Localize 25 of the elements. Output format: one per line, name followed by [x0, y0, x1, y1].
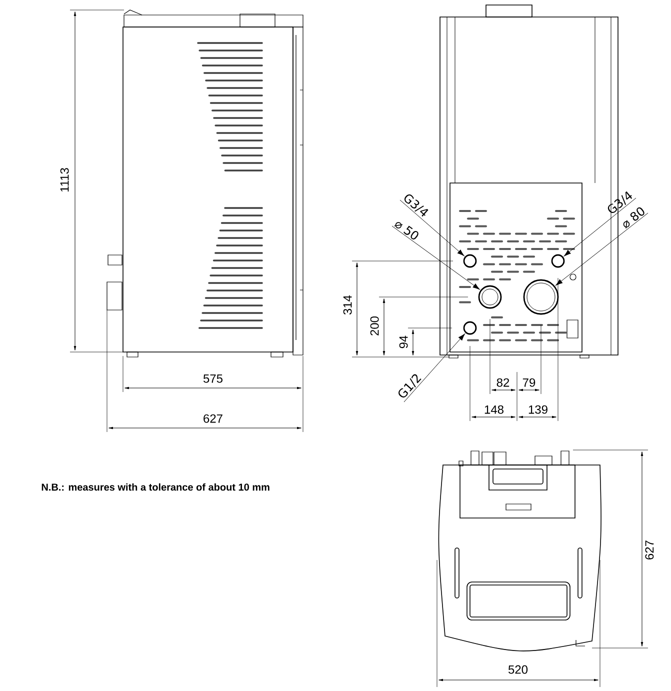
callout-text: ⌀ 50 [394, 222, 418, 240]
dimension-text: 575 [203, 374, 222, 383]
dimension-text: 94 [399, 336, 408, 348]
dimension-text: 82 [496, 378, 510, 387]
leader-line [400, 200, 464, 256]
dimension-text: 520 [508, 665, 528, 674]
pipe-fitting [463, 321, 477, 335]
note-text: N.B.: measures with a tolerance of about 10 mm [42, 483, 270, 491]
dimension-text: 314 [343, 295, 352, 315]
dimension-text: 79 [522, 378, 536, 387]
dimension-text: 148 [484, 405, 504, 414]
dimension-text: 1113 [60, 168, 69, 192]
dimension-text: 200 [370, 316, 379, 336]
pipe-fitting [523, 279, 559, 315]
leader-line [392, 226, 480, 290]
callout-text: ⌀ 80 [623, 207, 644, 228]
leader-line [556, 212, 648, 286]
leader-line [404, 334, 465, 402]
pipe-fitting [463, 254, 477, 268]
dimension-text: 139 [528, 405, 548, 414]
pipe-fitting [551, 254, 565, 268]
dimension-text: 627 [645, 540, 654, 560]
dimension-text: 627 [204, 414, 222, 423]
leader-line [564, 198, 636, 256]
pipe-fitting [478, 285, 502, 309]
